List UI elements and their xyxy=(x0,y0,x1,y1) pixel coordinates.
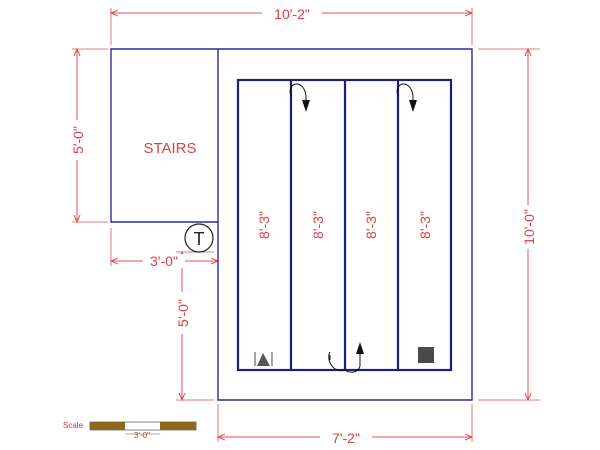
triangle-marker-icon xyxy=(254,352,273,366)
lane-label: 8'-3" xyxy=(310,211,326,239)
bottom-width-label: 7'-2" xyxy=(332,430,360,446)
right-height-label: 10'-0" xyxy=(521,209,537,245)
stairs-width-label: 3'-0" xyxy=(150,253,178,269)
turn-arrow-icon xyxy=(396,83,417,112)
dimension-lines xyxy=(77,13,528,437)
lane-label: 8'-3" xyxy=(417,211,433,239)
scale-label: Scale xyxy=(63,421,84,430)
stairs-label: STAIRS xyxy=(143,140,196,157)
turn-arrow-icon xyxy=(289,83,310,112)
walls xyxy=(110,48,473,401)
lane-label: 8'-3" xyxy=(363,211,379,239)
square-marker-icon xyxy=(418,347,434,363)
stairs-height-label: 5'-0" xyxy=(70,126,86,154)
turn-arrow-icon xyxy=(328,342,364,373)
scale-length-label: 3'-0" xyxy=(134,431,150,440)
t-marker: T xyxy=(184,223,214,253)
outer-wall xyxy=(110,48,473,401)
lane-label: 8'-3" xyxy=(256,211,272,239)
top-width-label: 10'-2" xyxy=(274,6,310,22)
extension-lines xyxy=(72,8,540,442)
lower-left-height-label: 5'-0" xyxy=(175,299,191,327)
t-marker-label: T xyxy=(194,229,205,249)
scale-bar: Scale 3'-0" xyxy=(63,421,197,440)
